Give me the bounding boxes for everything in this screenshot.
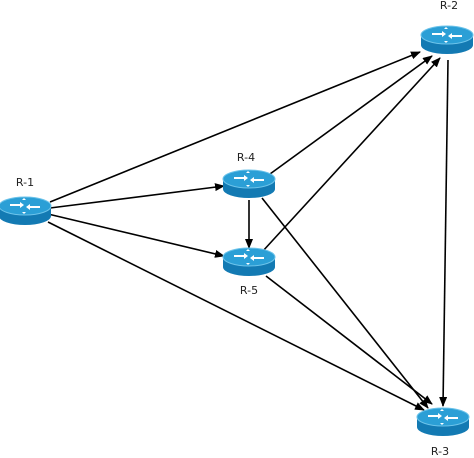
router-icon bbox=[222, 169, 276, 198]
edge-r5-to-r3 bbox=[265, 275, 433, 405]
router-node-r1: R-1 bbox=[0, 176, 52, 225]
edge-r1-to-r3 bbox=[47, 221, 425, 411]
router-node-r2: R-2 bbox=[420, 0, 474, 54]
router-label-r3: R-3 bbox=[431, 445, 449, 458]
edge-r1-to-r5 bbox=[47, 213, 225, 258]
router-icon bbox=[0, 196, 52, 225]
router-icon bbox=[222, 247, 276, 276]
edge-r1-to-r4 bbox=[49, 183, 225, 209]
router-node-r5: R-5 bbox=[222, 247, 276, 297]
router-label-r4: R-4 bbox=[237, 151, 255, 164]
edge-r2-to-r3 bbox=[439, 59, 449, 407]
edge-r1-to-r2 bbox=[49, 51, 421, 203]
edges-layer bbox=[47, 51, 449, 411]
edge-r4-to-r2 bbox=[269, 55, 433, 175]
router-label-r5: R-5 bbox=[240, 284, 258, 297]
edge-r5-to-r2 bbox=[261, 57, 441, 253]
router-label-r2: R-2 bbox=[440, 0, 458, 12]
router-node-r3: R-3 bbox=[416, 407, 470, 458]
router-icon bbox=[420, 25, 474, 54]
router-icon bbox=[416, 407, 470, 436]
router-node-r4: R-4 bbox=[222, 151, 276, 198]
router-label-r1: R-1 bbox=[16, 176, 34, 189]
edge-r4-to-r3 bbox=[261, 197, 429, 409]
